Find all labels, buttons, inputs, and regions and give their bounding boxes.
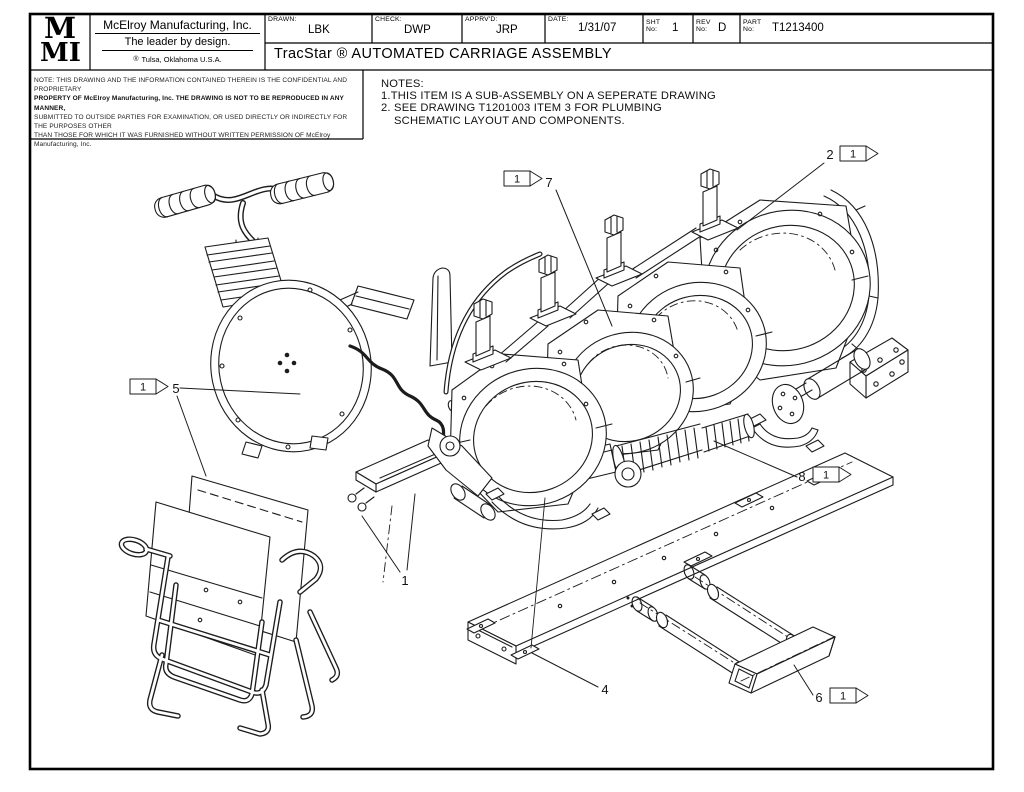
leader-1b — [406, 493, 416, 571]
note-2: 2. SEE DRAWING T1201003 ITEM 3 FOR PLUMB… — [381, 102, 662, 115]
confidential-line: NOTE: THIS DRAWING AND THE INFORMATION C… — [34, 77, 348, 94]
notes-block: NOTES: 1.THIS ITEM IS A SUB-ASSEMBLY ON … — [381, 78, 716, 127]
leader-4 — [531, 652, 599, 688]
clamp-post-1 — [464, 298, 512, 371]
drawn-label: DRAWN: — [268, 16, 297, 23]
heater-plate-disc — [210, 279, 372, 459]
callout-flag-6: 1 — [829, 687, 869, 704]
svg-text:1: 1 — [823, 470, 829, 482]
svg-text:1: 1 — [514, 174, 520, 186]
part-value: T1213400 — [772, 22, 824, 34]
callout-number-5: 5 — [172, 381, 179, 396]
clamp-post-4 — [691, 168, 739, 241]
callout-flag-5: 1 — [129, 378, 169, 395]
callout-number-4: 4 — [601, 682, 608, 697]
svg-text:1: 1 — [140, 382, 146, 394]
rev-value: D — [718, 22, 727, 34]
leader-6 — [793, 664, 814, 696]
leader-5a — [179, 387, 301, 395]
clamp-post-2 — [529, 254, 577, 327]
company-tagline: The leader by design. — [102, 34, 253, 51]
carriage-assembly — [382, 168, 909, 649]
drawn-value: LBK — [308, 24, 330, 36]
sht-value: 1 — [672, 22, 679, 34]
note-1: 1.THIS ITEM IS A SUB-ASSEMBLY ON A SEPER… — [381, 90, 716, 103]
leader-2 — [736, 162, 825, 231]
callout-number-8: 8 — [798, 469, 805, 484]
note-2-continued: SCHEMATIC LAYOUT AND COMPONENTS. — [394, 114, 625, 127]
check-label: CHECK: — [375, 16, 402, 23]
callout-flag-7: 1 — [503, 170, 543, 187]
drawing-title: TracStar ® AUTOMATED CARRIAGE ASSEMBLY — [274, 46, 612, 62]
confidential-line: PROPERTY OF McElroy Manufacturing, Inc. … — [34, 95, 344, 112]
leader-1a — [361, 515, 401, 573]
callout-number-1: 1 — [401, 573, 408, 588]
leader-7 — [555, 189, 613, 327]
svg-text:1: 1 — [850, 149, 856, 161]
roller-assembly — [626, 564, 839, 694]
company-location: ®Tulsa, Oklahoma U.S.A. — [133, 55, 222, 64]
mcelroy-logo: M MI — [33, 11, 88, 68]
check-value: DWP — [404, 24, 431, 36]
heater-grip-left — [154, 184, 217, 218]
leader-8 — [713, 440, 798, 478]
apprvd-label: APPRV'D: — [465, 16, 498, 23]
callout-number-2: 2 — [826, 147, 833, 162]
registered-mark-icon: ® — [133, 56, 139, 63]
heater-unit — [154, 172, 446, 459]
confidential-note: NOTE: THIS DRAWING AND THE INFORMATION C… — [34, 76, 362, 150]
confidential-line: THAN THOSE FOR WHICH IT WAS FURNISHED WI… — [34, 132, 331, 149]
company-name: McElroy Manufacturing, Inc. — [95, 14, 260, 34]
confidential-line: SUBMITTED TO OUTSIDE PARTIES FOR EXAMINA… — [34, 113, 348, 131]
heater-stand — [118, 475, 341, 737]
company-block: McElroy Manufacturing, Inc. The leader b… — [92, 14, 263, 70]
date-value: 1/31/07 — [578, 22, 617, 34]
callout-number-7: 7 — [545, 175, 552, 190]
apprvd-value: JRP — [496, 24, 518, 36]
clamp-post-3 — [595, 214, 643, 287]
callout-flag-2: 1 — [839, 145, 879, 162]
leader-5b — [176, 395, 207, 477]
svg-text:1: 1 — [840, 691, 846, 703]
notes-heading: NOTES: — [381, 78, 424, 90]
heater-cable — [348, 344, 446, 443]
logo-m: M — [43, 11, 78, 45]
date-label: DATE: — [548, 16, 569, 23]
callout-number-6: 6 — [815, 690, 822, 705]
sheet-border — [28, 12, 995, 771]
logo-mi: MI — [40, 37, 81, 68]
front-end-frame — [427, 251, 642, 530]
callout-flag-8: 1 — [812, 466, 852, 483]
heater-grip-right — [269, 172, 335, 205]
callouts: 1 1 1 1 1 7 — [129, 145, 879, 705]
